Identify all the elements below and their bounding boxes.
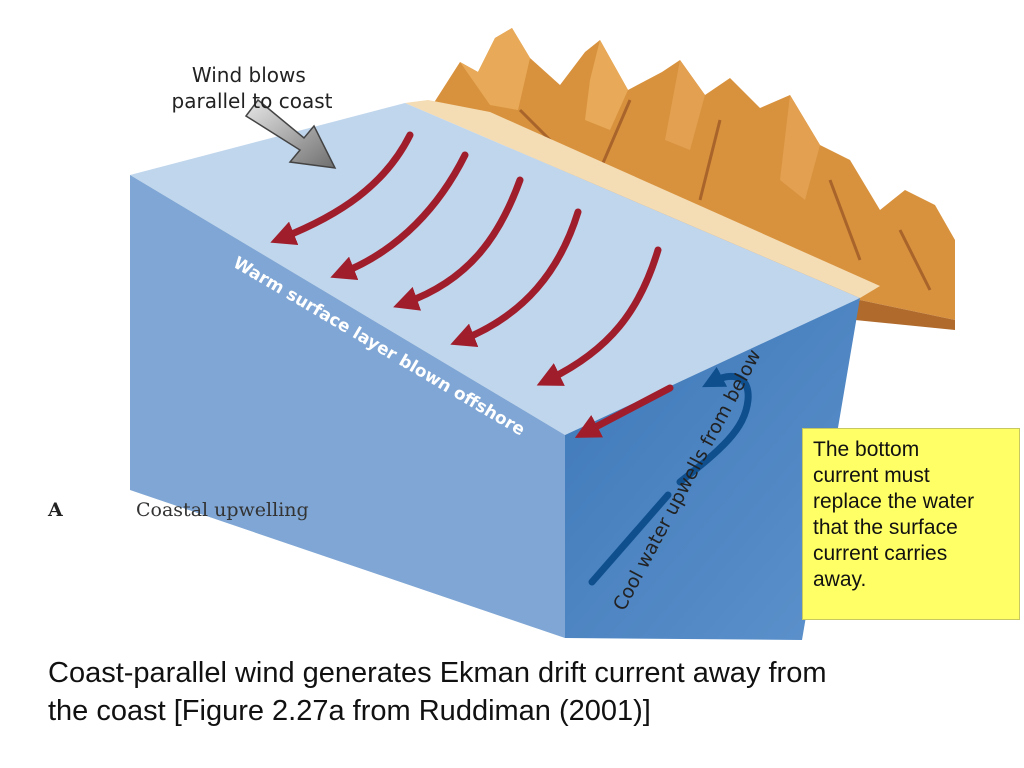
note-line: The bottom — [813, 438, 920, 461]
note-line: that the surface — [813, 516, 958, 539]
ocean-side-face — [565, 298, 860, 640]
surface-arrow — [450, 208, 582, 348]
note-box: The bottom current must replace the wate… — [802, 428, 1020, 620]
surface-arrow — [393, 176, 524, 311]
wind-label: Wind blows parallel to coast — [172, 63, 333, 113]
panel-title: Coastal upwelling — [136, 499, 309, 521]
note-line: current must — [813, 464, 930, 487]
panel-letter: A — [47, 499, 63, 521]
note-line: current carries — [813, 542, 948, 565]
caption-line: the coast [Figure 2.27a from Ruddiman (2… — [48, 695, 651, 727]
surface-arrow — [270, 131, 414, 246]
surface-arrow — [536, 246, 662, 386]
figure-caption: Coast-parallel wind generates Ekman drif… — [48, 654, 998, 730]
mountain-range — [428, 28, 955, 330]
note-line: away. — [813, 568, 867, 591]
wind-arrow-icon — [244, 98, 337, 169]
beach-strip — [405, 100, 880, 298]
caption-line: Coast-parallel wind generates Ekman drif… — [48, 657, 827, 689]
ocean-top-surface — [130, 103, 860, 435]
surface-drift-arrows — [270, 131, 674, 438]
surface-arrow — [330, 151, 469, 281]
ocean-front-face — [130, 175, 565, 638]
return-flow-arrow — [574, 384, 674, 438]
coastal-upwelling-diagram: Wind blows parallel to coast Warm surfac… — [47, 28, 955, 640]
note-line: replace the water — [813, 490, 975, 513]
upwelling-arrow — [588, 366, 752, 586]
